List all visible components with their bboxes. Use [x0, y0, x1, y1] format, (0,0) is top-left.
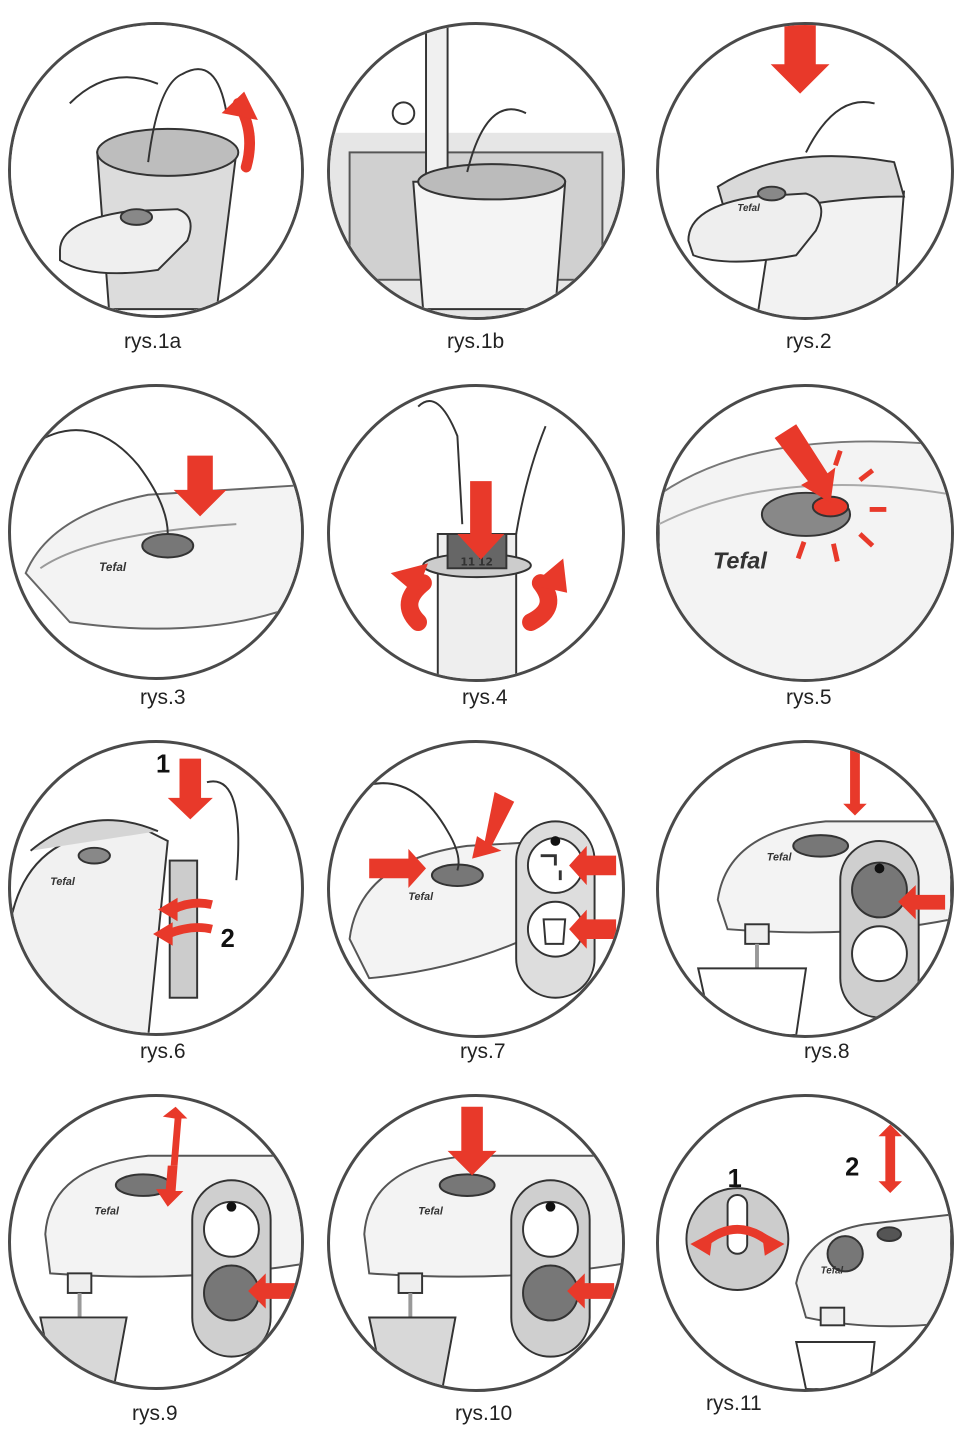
figure-2-illustration: Tefal — [656, 22, 954, 320]
cold-water-icon — [542, 918, 567, 945]
brand-label: Tefal — [737, 203, 760, 214]
arrow-icon — [173, 455, 227, 517]
glass-icon — [39, 1316, 128, 1387]
dial-label-right: 12 — [478, 555, 493, 568]
brand-label: Tefal — [713, 547, 767, 573]
figure-8-caption: rys.8 — [804, 1040, 850, 1063]
brand-label: Tefal — [94, 1206, 120, 1218]
figure-4-caption: rys.4 — [462, 686, 508, 709]
arrow-icon — [156, 1165, 184, 1207]
figure-3-caption: rys.3 — [140, 686, 186, 709]
figure-4-illustration: 11 12 — [327, 384, 625, 682]
arrow-icon — [447, 1106, 497, 1176]
step-number: 2 — [845, 1153, 859, 1181]
brand-label: Tefal — [99, 561, 127, 574]
figure-7-illustration: Tefal — [327, 740, 625, 1038]
figure-11-caption: rys.11 — [706, 1392, 762, 1415]
cup-icon — [696, 967, 808, 1035]
step-number: 1 — [156, 750, 170, 778]
figure-1a-caption: rys.1a — [124, 330, 182, 353]
arrow-icon — [153, 922, 173, 946]
figure-10-caption: rys.10 — [455, 1402, 513, 1425]
arrow-icon — [162, 1106, 188, 1166]
step-number: 2 — [221, 925, 235, 953]
brand-label: Tefal — [767, 852, 793, 864]
arrow-icon — [569, 845, 617, 886]
figure-1a-illustration — [8, 22, 304, 318]
cup-icon — [794, 1340, 876, 1389]
arrow-icon — [843, 743, 867, 816]
arrow-icon — [567, 1273, 615, 1309]
figure-3-illustration: Tefal — [8, 384, 304, 680]
arrow-icon — [569, 909, 617, 949]
arrow-icon — [472, 791, 515, 859]
brand-label: Tefal — [821, 1265, 844, 1276]
figure-1b-caption: rys.1b — [447, 330, 505, 353]
arrow-icon — [531, 558, 568, 593]
figure-2-caption: rys.2 — [786, 330, 832, 353]
brand-label: Tefal — [408, 891, 434, 903]
arrow-icon — [157, 897, 178, 922]
figure-9-illustration: Tefal — [8, 1094, 304, 1390]
figure-5-illustration: Tefal — [656, 384, 954, 682]
step-number: 1 — [728, 1165, 742, 1193]
figure-9-caption: rys.9 — [132, 1402, 178, 1425]
figure-1b-illustration — [327, 22, 625, 320]
arrow-icon — [390, 563, 428, 595]
arrow-icon — [770, 25, 830, 94]
arrow-icon — [690, 1232, 713, 1256]
brand-label: Tefal — [418, 1206, 444, 1218]
figure-11-illustration: 1 Tefal 2 — [656, 1094, 954, 1392]
arrow-icon — [878, 1124, 903, 1194]
arrow-icon — [898, 885, 946, 920]
figure-6-illustration: Tefal 1 2 — [8, 740, 304, 1036]
figure-7-caption: rys.7 — [460, 1040, 506, 1063]
arrow-icon — [457, 481, 505, 560]
hot-water-icon — [540, 854, 562, 881]
arrow-icon — [248, 1273, 296, 1309]
glass-icon — [367, 1316, 457, 1389]
figure-10-illustration: Tefal — [327, 1094, 625, 1392]
figure-8-illustration: Tefal — [656, 740, 954, 1038]
figure-5-caption: rys.5 — [786, 686, 832, 709]
arrow-icon — [774, 424, 836, 503]
arrow-icon — [167, 758, 213, 820]
figure-6-caption: rys.6 — [140, 1040, 186, 1063]
arrow-icon — [761, 1232, 785, 1256]
brand-label: Tefal — [50, 876, 76, 888]
dial-label-left: 11 — [460, 555, 475, 568]
